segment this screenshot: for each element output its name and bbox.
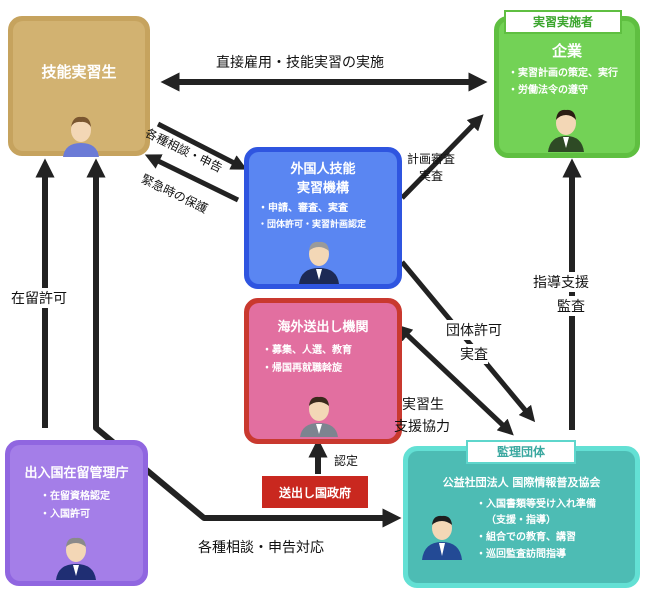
arrow-support-cooperation [396,324,514,436]
label-plan-review-2: 実査 [419,169,444,183]
supervising-tag: 監理団体 [466,440,576,464]
label-support-2: 支援協力 [394,419,450,435]
trainee-box: 技能実習生 [8,16,150,157]
label-guidance-2: 監査 [557,296,585,316]
company-title: 企業 [551,42,582,60]
otit-title-line2: 実習機構 [296,181,349,196]
sending-org-item-2: ・帰国再就職斡旋 [262,363,342,374]
supervising-item-4: ・巡回監査訪問指導 [476,549,566,560]
label-group-permit-1: 団体許可 [446,320,502,340]
immigration-avatar-icon [54,534,98,584]
otit-item-1: ・申請、審査、実査 [258,203,348,214]
sending-org-avatar-icon [298,393,340,441]
sending-gov-box [262,476,368,508]
trainee-title: 技能実習生 [41,63,117,81]
arrow-plan-review [400,114,484,200]
supervising-item-1: ・入国書類等受け入れ準備 [476,499,596,510]
sending-gov-label: 送出し国政府 [278,486,351,500]
otit-title-line1: 外国人技能 [290,162,356,177]
sending-org-title: 海外送出し機関 [277,320,369,335]
supervising-avatar-icon [420,512,464,564]
sending-org-box [244,298,402,444]
label-residence-permit: 在留許可 [11,288,67,308]
company-item-2: ・労働法令の遵守 [508,85,588,96]
immigration-title: 出入国在留管理庁 [24,466,129,481]
arrow-consult-response [86,158,402,528]
company-avatar-icon [546,106,586,156]
supervising-item-2: （支援・指導） [486,515,556,526]
label-certify: 認定 [334,454,359,468]
immigration-item-1: ・在留資格認定 [40,491,110,502]
sending-org-item-1: ・募集、人選、教育 [262,345,352,356]
company-tag: 実習実施者 [504,10,622,34]
label-group-permit-2: 実査 [460,344,488,364]
label-support-1: 実習生 [402,397,444,413]
label-plan-review-1: 計画審査 [407,152,456,166]
supervising-item-3: ・組合での教育、講習 [476,532,576,543]
label-consult-response: 各種相談・申告対応 [198,540,324,556]
company-item-1: ・実習計画の策定、実行 [508,68,618,79]
label-direct-employment: 直接雇用・技能実習の実施 [216,55,384,71]
immigration-item-2: ・入国許可 [40,509,90,520]
otit-avatar-icon [297,238,341,288]
otit-item-2: ・団体許可・実習計画認定 [258,220,367,230]
supervising-title: 公益社団法人 国際情報普及協会 [442,476,601,489]
label-guidance-1: 指導支援 [533,272,589,292]
trainee-avatar-icon [61,113,101,161]
